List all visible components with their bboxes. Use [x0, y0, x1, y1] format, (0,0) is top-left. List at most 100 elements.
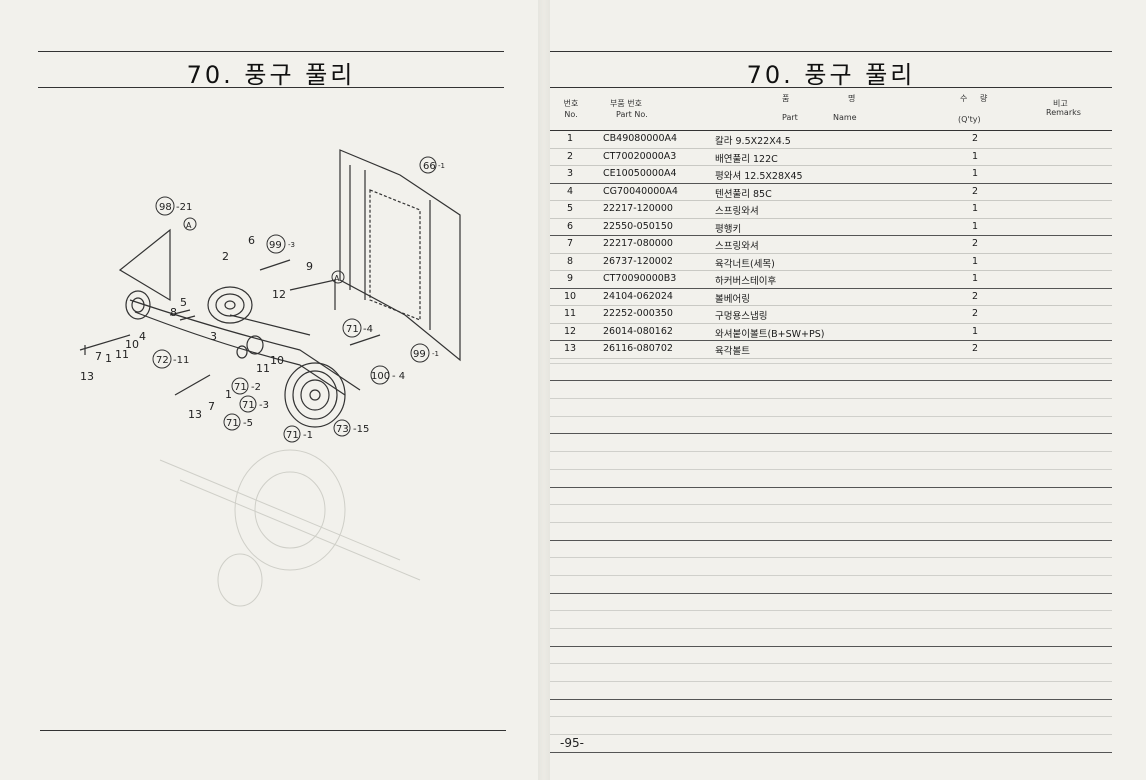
bolt-13b	[174, 374, 211, 396]
label-13b: 13	[188, 408, 202, 421]
callout-71-1: 71	[286, 430, 299, 441]
label-11b: 11	[256, 362, 270, 375]
empty-row-line	[550, 611, 1112, 629]
empty-row-line	[550, 505, 1112, 523]
header-name-en-2: Name	[833, 113, 857, 122]
row-number: 4	[566, 185, 574, 197]
header-qty-kr-2: 량	[980, 94, 988, 103]
label-4: 4	[139, 330, 146, 343]
frame-posts	[349, 165, 431, 330]
label-7b: 7	[208, 400, 215, 413]
header-part-en: Part No.	[616, 110, 648, 119]
label-7a: 7	[95, 350, 102, 363]
row-part-number: 26737-120002	[603, 255, 673, 267]
header-name-kr-2: 명	[848, 94, 856, 103]
callout-99-3: 99	[269, 240, 282, 251]
empty-row-line	[550, 470, 1112, 488]
header-no-kr: 번호	[563, 99, 579, 108]
svg-text:-1: -1	[432, 350, 439, 358]
label-10a: 10	[125, 338, 139, 351]
row-number: 7	[566, 238, 574, 249]
label-2: 2	[222, 250, 229, 263]
pulley-2-hub	[224, 300, 236, 310]
label-13a: 13	[80, 370, 94, 383]
row-quantity: 2	[971, 185, 979, 197]
empty-row-line	[550, 629, 1112, 647]
empty-row-line	[550, 700, 1112, 718]
row-number: 13	[563, 343, 577, 354]
row-part-name: 와셔붙이볼트(B+SW+PS)	[715, 328, 825, 340]
label-3: 3	[210, 330, 217, 343]
shaft-6	[259, 259, 291, 271]
callout-66: 66	[423, 161, 436, 172]
row-part-name: 텐션풀리 85C	[715, 188, 772, 200]
row-number: 12	[563, 325, 577, 337]
row-part-name: 스프링와셔	[715, 206, 759, 217]
header-part-kr: 부품 번호	[610, 99, 642, 108]
empty-row-line	[550, 647, 1112, 665]
row-part-number: 22550-050150	[603, 220, 673, 232]
svg-text:-3: -3	[288, 241, 295, 249]
row-part-number: 22252-000350	[603, 308, 673, 319]
label-12: 12	[272, 288, 286, 301]
label-8: 8	[170, 306, 177, 319]
empty-row-line	[550, 523, 1112, 541]
frame-outline	[339, 149, 461, 362]
row-quantity: 2	[971, 290, 979, 302]
tension-pulley	[246, 335, 264, 355]
empty-row-line	[550, 364, 1112, 382]
left-page-title: 70. 풍구 풀리	[186, 61, 356, 89]
row-number: 3	[566, 168, 574, 179]
row-part-name: 칼라 9.5X22X4.5	[715, 136, 791, 147]
svg-text:- 4: - 4	[392, 371, 405, 382]
pulley-big	[284, 362, 346, 428]
row-part-number: 24104-062024	[603, 290, 673, 302]
empty-row-line	[550, 735, 1112, 753]
empty-row-line	[550, 452, 1112, 470]
callout-71-5: 71	[226, 418, 239, 429]
callout-71-2: 71	[234, 382, 247, 393]
row-part-name: 하커버스테이후	[715, 276, 777, 287]
belt-long	[129, 299, 361, 391]
callout-71-3: 71	[242, 400, 255, 411]
pulley-left-hub	[131, 297, 145, 313]
page-gutter	[538, 0, 550, 780]
header-name-en-1: Part	[782, 113, 798, 122]
callout-99-1: 99	[413, 349, 426, 360]
row-part-name: 육각너트(세목)	[715, 258, 775, 270]
row-part-name: 평와셔 12.5X28X45	[715, 171, 803, 182]
svg-text:-5: -5	[243, 418, 253, 429]
row-part-number: 22217-120000	[603, 203, 673, 214]
right-title-bar: 70. 풍구 풀리	[550, 51, 1112, 89]
header-name-kr-1: 품	[782, 94, 790, 103]
label-1a: 1	[105, 352, 112, 365]
belt-short	[229, 314, 311, 336]
pulley-2	[207, 286, 253, 324]
right-page: 70. 풍구 풀리 번호 No. 부품 번호 Part No. 품 명 Part…	[548, 0, 1146, 780]
row-part-number: CE10050000A4	[603, 168, 677, 179]
header-no-en: No.	[564, 110, 578, 119]
svg-text:-15: -15	[353, 424, 369, 435]
row-part-name: 스프링와셔	[715, 241, 759, 252]
row-part-number: CB49080000A4	[603, 133, 678, 144]
empty-row-line	[550, 594, 1112, 612]
row-part-name: 평행키	[715, 223, 742, 235]
callout-72: 72	[156, 355, 169, 366]
row-number: 9	[566, 273, 574, 284]
page-number: -95-	[560, 736, 584, 750]
row-part-name: 육각볼트	[715, 346, 750, 357]
row-number: 5	[566, 203, 574, 214]
empty-table-lines	[550, 346, 1112, 753]
bracket-12	[289, 279, 336, 310]
pulley-left	[125, 290, 151, 320]
svg-text:-11: -11	[173, 355, 189, 366]
pulley-2-inner	[215, 293, 245, 317]
left-title-bar: 70. 풍구 풀리	[38, 51, 504, 89]
svg-text:-3: -3	[259, 400, 269, 411]
left-page: 70. 풍구 풀리	[0, 0, 540, 780]
